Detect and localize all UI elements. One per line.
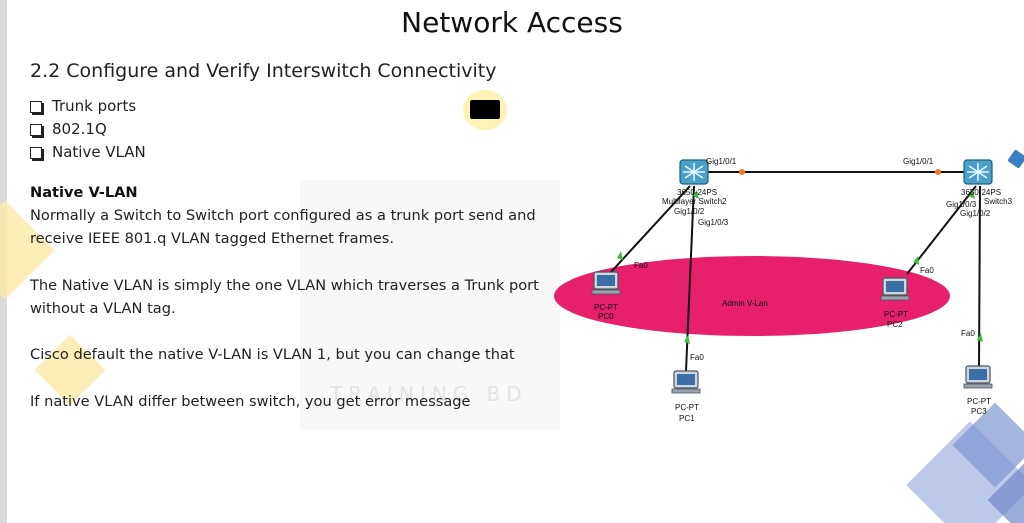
bullet-item: Trunk ports (30, 95, 146, 118)
link-up-marker (977, 333, 983, 342)
pc-type-label: PC-PT (967, 397, 991, 406)
tag-icon (1008, 150, 1024, 168)
zone-label: Admin V-Lan (722, 299, 768, 308)
pc-icon (963, 365, 993, 389)
port-label: Gig1/0/2 (674, 207, 705, 216)
switch-model-label: 3650-24PS (677, 188, 717, 197)
bullet-label: Native VLAN (52, 143, 146, 161)
checkbox-bullet-icon (30, 146, 42, 159)
link-sw2-pc0 (610, 185, 691, 273)
native-vlan-heading: Native V-LAN (30, 184, 138, 201)
link-up-marker (913, 256, 919, 265)
pc-type-label: PC-PT (884, 310, 908, 319)
slide-title: Network Access (401, 6, 623, 39)
port-label: Gig1/0/1 (706, 157, 737, 166)
switch-name-label: Switch3 (984, 197, 1013, 206)
checkbox-bullet-icon (30, 123, 42, 136)
paragraph-native-vlan: The Native VLAN is simply the one VLAN w… (30, 277, 539, 317)
pc-port-label: Fa0 (634, 261, 648, 270)
port-label: Gig1/0/1 (903, 157, 934, 166)
trunk-marker-right (935, 169, 941, 175)
link-up-marker (617, 251, 623, 260)
admin-vlan-zone (554, 256, 950, 336)
paragraph-default-vlan: Cisco default the native V-LAN is VLAN 1… (30, 346, 515, 363)
pc-port-label: Fa0 (920, 266, 934, 275)
bullet-label: Trunk ports (52, 97, 137, 115)
pc-icon (671, 370, 701, 394)
pc-name-label: PC1 (679, 414, 695, 423)
pc-icon (591, 271, 621, 295)
link-up-marker (684, 335, 690, 344)
pc-port-label: Fa0 (961, 329, 975, 338)
trunk-marker-left (739, 169, 745, 175)
switch-name-label: Multilayer Switch2 (662, 197, 727, 206)
pc-icon (880, 277, 910, 301)
port-label: Gig1/0/2 (960, 209, 991, 218)
multilayer-switch-icon (679, 159, 709, 185)
watermark-block (300, 180, 560, 430)
multilayer-switch-icon (963, 159, 993, 185)
bullet-list: Trunk ports 802.1Q Native VLAN (30, 95, 146, 164)
pointer-marker (470, 100, 500, 119)
port-label: Gig1/0/3 (698, 218, 729, 227)
watermark-text: TRAINING BD (330, 382, 528, 406)
bullet-item: 802.1Q (30, 118, 146, 141)
pc-name-label: PC3 (971, 407, 987, 416)
checkbox-bullet-icon (30, 100, 42, 113)
pc-name-label: PC2 (887, 320, 903, 329)
section-subtitle: 2.2 Configure and Verify Interswitch Con… (30, 60, 497, 82)
switch-model-label: 3650-24PS (961, 188, 1001, 197)
bullet-item: Native VLAN (30, 141, 146, 164)
link-sw3-pc3 (978, 185, 981, 367)
pc-type-label: PC-PT (594, 303, 618, 312)
pc-name-label: PC0 (598, 312, 614, 321)
pc-port-label: Fa0 (690, 353, 704, 362)
bullet-label: 802.1Q (52, 120, 107, 138)
link-sw3-pc2 (906, 185, 977, 275)
port-label: Gig1/0/3 (946, 200, 977, 209)
paragraph-error: If native VLAN differ between switch, yo… (30, 393, 471, 410)
link-up-marker (693, 190, 699, 199)
paragraph-trunk: Normally a Switch to Switch port configu… (30, 207, 536, 247)
link-up-marker (969, 190, 975, 199)
pc-type-label: PC-PT (675, 403, 699, 412)
